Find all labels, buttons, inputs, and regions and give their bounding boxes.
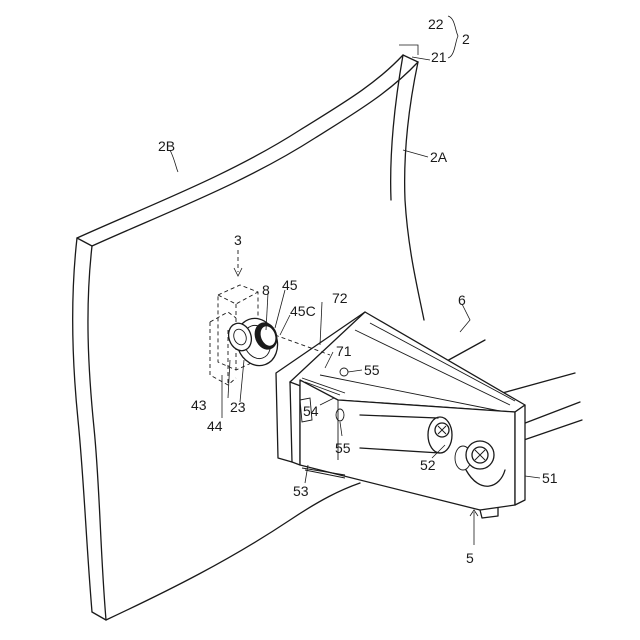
label-53: 53 [293, 483, 309, 499]
label-6: 6 [458, 292, 466, 308]
label-51: 51 [542, 470, 558, 486]
label-22: 22 [428, 16, 444, 32]
label-5: 5 [466, 550, 474, 566]
label-3: 3 [234, 232, 242, 248]
label-71: 71 [336, 343, 352, 359]
label-23: 23 [230, 399, 246, 415]
label-52: 52 [420, 457, 436, 473]
label-54: 54 [303, 403, 319, 419]
label-45: 45 [282, 277, 298, 293]
label-8: 8 [262, 282, 270, 298]
label-2B: 2B [158, 138, 175, 154]
label-2: 2 [462, 31, 470, 47]
label-45C: 45C [290, 303, 316, 319]
label-55-upper: 55 [364, 362, 380, 378]
label-55-lower: 55 [335, 440, 351, 456]
label-43: 43 [191, 397, 207, 413]
label-21: 21 [431, 49, 447, 65]
label-44: 44 [207, 418, 223, 434]
label-72: 72 [332, 290, 348, 306]
label-2A: 2A [430, 149, 448, 165]
